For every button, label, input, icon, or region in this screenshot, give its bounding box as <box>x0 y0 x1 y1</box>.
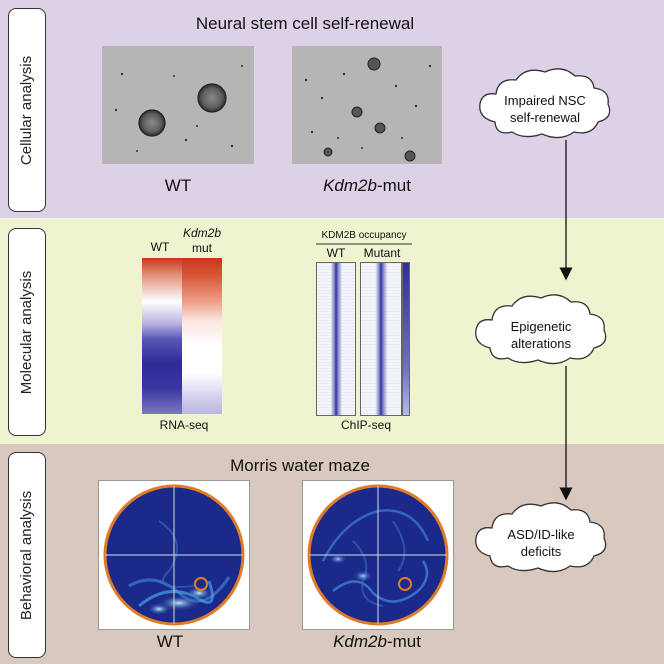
cellular-mutant-label: Kdm2b-mut <box>323 176 411 195</box>
heatmap-mut-label: mut <box>191 241 212 255</box>
behavioral-wt-label: WT <box>156 632 184 651</box>
heatmap-mutant-column <box>182 258 222 414</box>
cellular-analysis-label-box: Cellular analysis <box>8 8 46 212</box>
molecular-analysis-label-box: Molecular analysis <box>8 228 46 436</box>
cloud-asd-id <box>475 502 607 573</box>
chip-color-scale <box>402 262 410 416</box>
cellular-wt-label: WT <box>164 176 192 195</box>
chip-title-rule <box>316 243 412 245</box>
wt-maze-image <box>98 480 250 630</box>
cloud-impaired-nsc <box>479 68 611 139</box>
behavioral-mutant-label: Kdm2b-mut <box>333 632 421 651</box>
heatmap-wt-label: WT <box>150 240 170 254</box>
heatmap-wt-column <box>142 258 182 414</box>
heatmap-mut-gene-label: Kdm2b <box>182 226 222 240</box>
chip-mutant-label: Mutant <box>363 246 401 260</box>
behavioral-title: Morris water maze <box>230 456 370 475</box>
cellular-title: Neural stem cell self-renewal <box>195 14 415 33</box>
chip-wt-label: WT <box>326 246 346 260</box>
wt-neurosphere-image <box>102 46 254 164</box>
chip-occupancy-title: KDM2B occupancy <box>321 230 407 241</box>
mutant-neurosphere-image <box>292 46 442 164</box>
rnaseq-label: RNA-seq <box>159 418 209 432</box>
chip-wt-heatmap <box>316 262 356 416</box>
mutant-maze-image <box>302 480 454 630</box>
chipseq-label: ChIP-seq <box>340 418 392 432</box>
chip-mutant-heatmap <box>360 262 402 416</box>
behavioral-analysis-label-box: Behavioral analysis <box>8 452 46 658</box>
cloud-epigenetic <box>475 294 607 365</box>
